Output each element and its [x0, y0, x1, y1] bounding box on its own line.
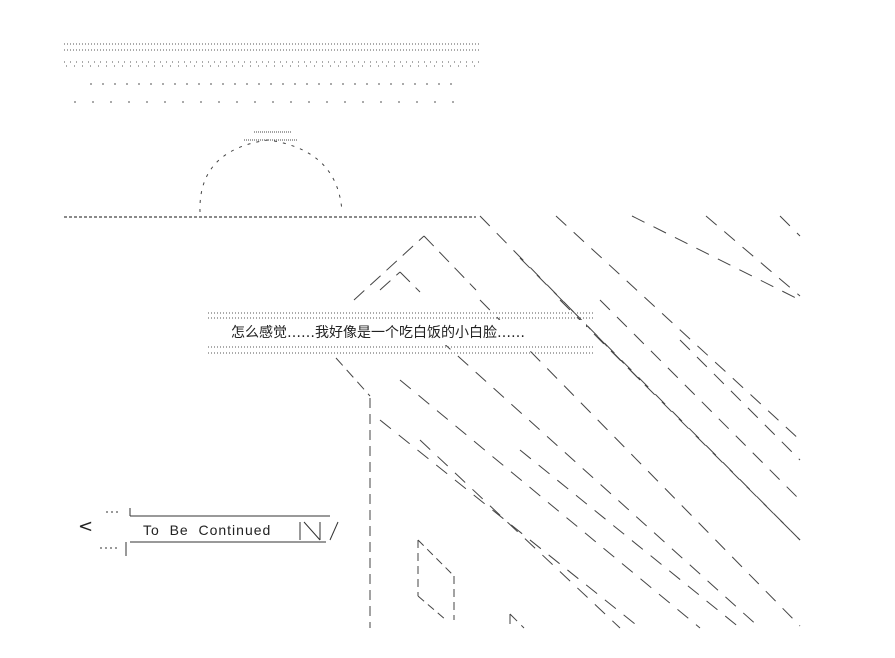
streak-line — [479, 299, 801, 627]
streak-line — [399, 379, 701, 629]
arrow-left-icon: < — [78, 516, 94, 537]
streak-line — [559, 299, 801, 541]
banner-text: To Be Continued — [143, 522, 272, 538]
streak-line — [519, 257, 801, 541]
streak-line — [439, 339, 761, 629]
streak-line — [419, 439, 621, 629]
caption-frame — [208, 312, 594, 354]
house-wall — [335, 357, 525, 629]
streak-line — [379, 419, 641, 629]
sun-dome — [199, 131, 343, 213]
streak-line — [519, 449, 741, 629]
diagonal-streaks — [379, 215, 801, 629]
house-roof — [353, 235, 477, 301]
sky-dotted-bands — [64, 43, 480, 103]
streak-line — [555, 215, 801, 441]
streak-line — [599, 299, 801, 501]
streak-line — [679, 339, 801, 461]
streak-line — [705, 215, 801, 297]
caption-text: 怎么感觉……我好像是一个吃白饭的小白脸…… — [229, 322, 527, 342]
streak-line — [631, 215, 801, 301]
to-be-continued-banner — [100, 508, 339, 556]
house-window — [417, 539, 455, 621]
streak-line — [779, 215, 801, 237]
